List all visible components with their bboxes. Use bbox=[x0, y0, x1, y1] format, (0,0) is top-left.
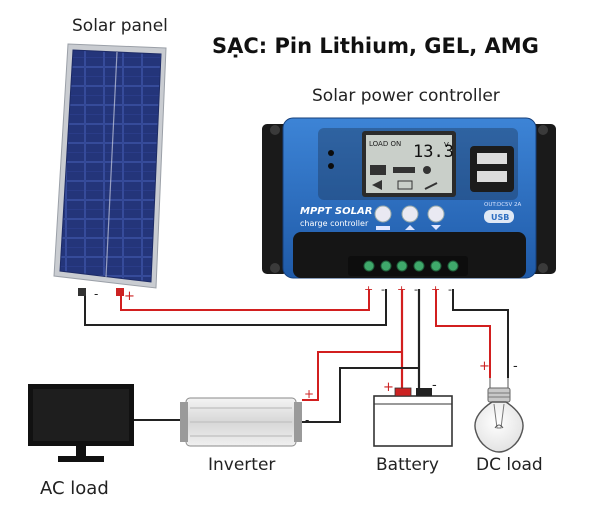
battery: + - bbox=[373, 378, 453, 447]
lcd-status-text: LOAD ON bbox=[369, 140, 401, 148]
battery-label: Battery bbox=[376, 455, 439, 475]
lcd-display: LOAD ON 13.3 V bbox=[362, 131, 456, 197]
inverter-negative-wire bbox=[302, 367, 419, 423]
lcd-battery-icon bbox=[393, 167, 415, 173]
inverter-positive-wire bbox=[302, 351, 402, 401]
panel-negative-sign: - bbox=[94, 287, 98, 301]
dc-load-positive-sign: + bbox=[479, 359, 490, 374]
lcd-load-arrow-icon bbox=[424, 182, 438, 190]
solar-panel-label: Solar panel bbox=[72, 16, 168, 36]
lcd-arrow-icon bbox=[372, 180, 382, 190]
inverter-negative-sign: - bbox=[305, 413, 309, 427]
inverter-label: Inverter bbox=[208, 455, 276, 475]
down-button[interactable] bbox=[427, 205, 445, 223]
usb-ports bbox=[470, 146, 514, 192]
up-arrow-icon bbox=[405, 225, 415, 230]
menu-button-icon bbox=[376, 226, 390, 230]
ctrl-load-positive-sign: + bbox=[431, 283, 440, 296]
menu-button[interactable] bbox=[374, 205, 392, 223]
inverter-positive-sign: + bbox=[304, 387, 314, 401]
battery-negative-sign: - bbox=[432, 378, 437, 393]
lcd-unit-text: V bbox=[444, 141, 449, 149]
brand-line2: charge controller bbox=[300, 219, 369, 228]
ctrl-pv-negative-sign: - bbox=[381, 283, 385, 296]
load-negative-wire bbox=[452, 289, 509, 378]
lcd-battery-small-icon bbox=[397, 180, 413, 190]
panel-positive-sign: + bbox=[124, 289, 135, 304]
diagram-title: SẠC: Pin Lithium, GEL, AMG bbox=[212, 34, 539, 58]
controller-terminals bbox=[348, 256, 468, 276]
battery-positive-sign: + bbox=[383, 380, 394, 395]
up-button[interactable] bbox=[401, 205, 419, 223]
charge-controller: LOAD ON 13.3 V MPPT SOLAR charge control… bbox=[262, 117, 556, 296]
panel-positive-wire bbox=[120, 289, 370, 311]
panel-negative-wire bbox=[84, 289, 387, 326]
ctrl-load-negative-sign: - bbox=[448, 283, 452, 296]
controller-label: Solar power controller bbox=[312, 86, 500, 106]
ctrl-bat-positive-sign: + bbox=[397, 283, 406, 296]
inverter: + - bbox=[180, 387, 314, 447]
solar-panel: - + bbox=[53, 43, 167, 304]
ctrl-pv-positive-sign: + bbox=[364, 283, 373, 296]
load-positive-wire bbox=[435, 289, 491, 378]
down-arrow-icon bbox=[431, 225, 441, 230]
ctrl-bat-negative-sign: - bbox=[414, 283, 418, 296]
lcd-bulb-icon bbox=[423, 166, 431, 174]
brand-line1: MPPT SOLAR bbox=[300, 206, 372, 217]
usb-badge-text: USB bbox=[491, 213, 509, 222]
dc-load-bulb: + - bbox=[474, 359, 524, 453]
ac-load-label: AC load bbox=[40, 478, 109, 499]
wires bbox=[84, 289, 509, 423]
dc-load-negative-sign: - bbox=[513, 359, 518, 374]
lcd-panel-icon bbox=[370, 165, 386, 175]
usb-rating-text: OUT:DC5V 2A bbox=[484, 202, 522, 208]
dc-load-label: DC load bbox=[476, 455, 543, 475]
lcd-voltage-text: 13.3 bbox=[413, 142, 454, 162]
ac-load-monitor bbox=[28, 384, 134, 462]
